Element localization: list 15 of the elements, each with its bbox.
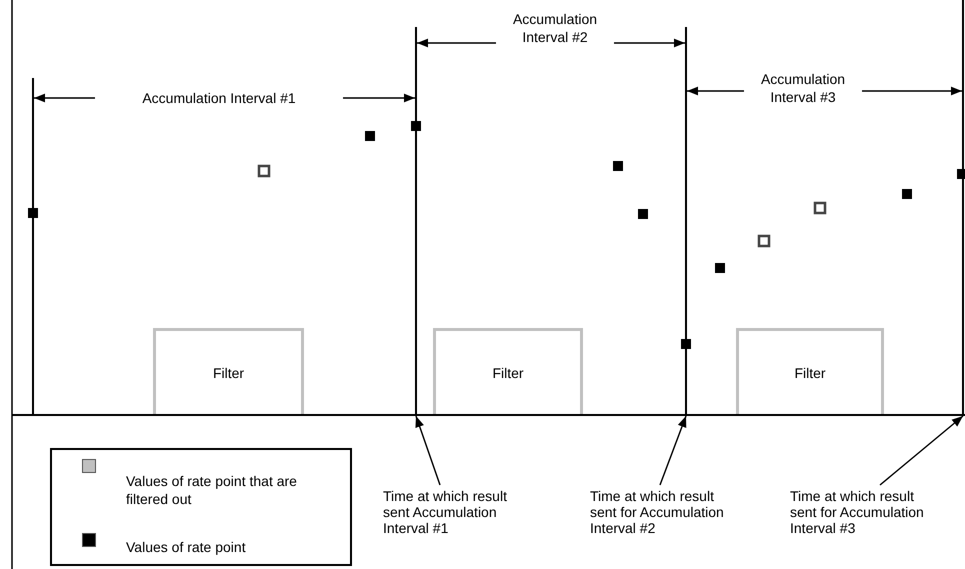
legend-text: Values of rate point that are filtered out: [126, 472, 298, 508]
filter-label: Filter: [212, 365, 244, 381]
leader-arrow: [415, 416, 441, 486]
leader-arrow: [880, 415, 964, 486]
annotation-text: Time at which result sent Accumulation Interval #1: [383, 488, 507, 536]
leader-arrow: [659, 416, 687, 486]
legend-text: Values of rate point: [126, 538, 247, 556]
boundary-line: [685, 27, 687, 414]
boundary-line: [32, 78, 34, 414]
annotation-text: Time at which result sent for Accumulation Interval #3: [790, 488, 924, 536]
filter-label: Filter: [794, 365, 826, 381]
annotation-text: Time at which result sent for Accumulation Interval #2: [590, 488, 724, 536]
filter-label: Filter: [492, 365, 524, 381]
time-axis: [12, 414, 965, 416]
boundary-line: [415, 27, 417, 414]
